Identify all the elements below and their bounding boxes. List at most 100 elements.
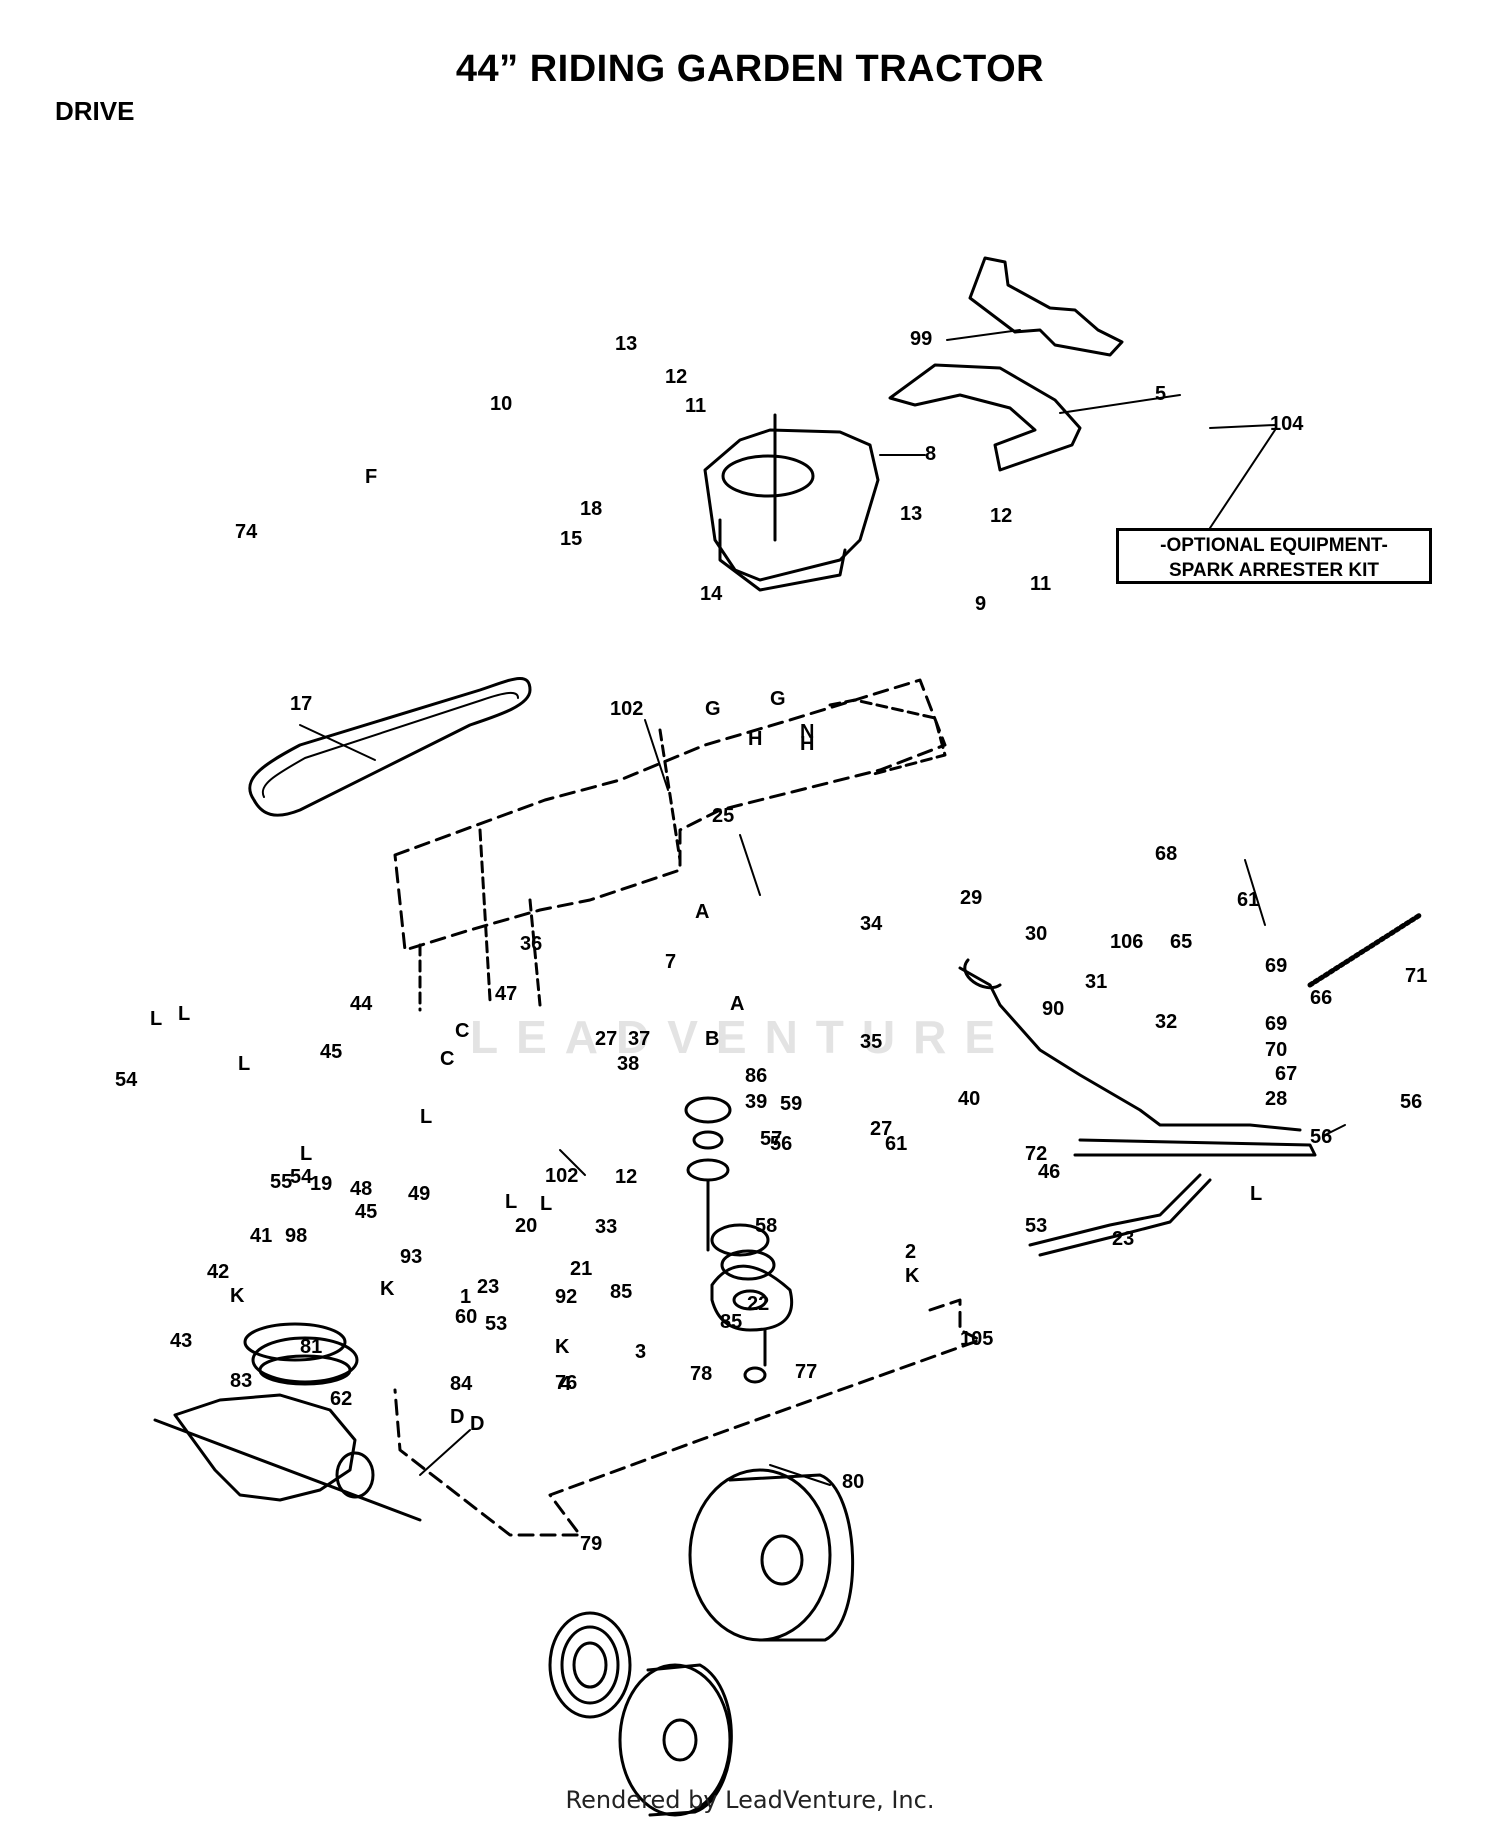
- part-label-44: 44: [350, 993, 373, 1015]
- part-79-wheel: [618, 1663, 733, 1817]
- part-label-20: 20: [515, 1215, 537, 1237]
- part-label-71: 71: [1405, 965, 1427, 987]
- part-label-47: 47: [495, 983, 517, 1005]
- part-label-L: L: [420, 1106, 432, 1128]
- part-label-80: 80: [842, 1471, 864, 1493]
- part-label-A: A: [730, 993, 744, 1015]
- part-label-62: 62: [330, 1388, 352, 1410]
- part-30-pedal-arm: [958, 966, 1302, 1132]
- part-label-54: 54: [290, 1166, 313, 1188]
- part-71-spring: [1307, 912, 1423, 988]
- part-label-93: 93: [400, 1246, 422, 1268]
- part-label-L: L: [1250, 1183, 1262, 1205]
- part-label-39: 39: [745, 1091, 767, 1113]
- part-label-1: 1: [460, 1286, 471, 1308]
- part-label-53: 53: [485, 1313, 507, 1335]
- part-label-A: A: [695, 901, 709, 923]
- center-pulley-stack: [684, 1096, 793, 1384]
- part-label-84: 84: [450, 1373, 473, 1395]
- part-label-37: 37: [628, 1028, 650, 1050]
- part-label-69: 69: [1265, 1013, 1287, 1035]
- part-label-7: 7: [665, 951, 676, 973]
- optional-equipment-line1: -OPTIONAL EQUIPMENT-: [1160, 535, 1388, 556]
- part-4-transaxle: [153, 1336, 422, 1522]
- page-title: 44” RIDING GARDEN TRACTOR: [455, 48, 1045, 90]
- part-label-55: 55: [270, 1171, 292, 1193]
- part-label-2: 2: [905, 1241, 916, 1263]
- part-label-3: 3: [635, 1341, 646, 1363]
- part-label-65: 65: [1170, 931, 1192, 953]
- part-label-42: 42: [207, 1261, 229, 1283]
- part-label-90: 90: [1042, 998, 1064, 1020]
- part-label-29: 29: [960, 887, 982, 909]
- part-label-60: 60: [455, 1306, 477, 1328]
- part-label-23: 23: [1112, 1228, 1134, 1250]
- part-label-28: 28: [1265, 1088, 1287, 1110]
- part-label-40: 40: [958, 1088, 980, 1110]
- part-label-12: 12: [665, 366, 687, 388]
- part-label-83: 83: [230, 1370, 252, 1392]
- part-label-G: G: [770, 688, 786, 710]
- optional-equipment-line2: SPARK ARRESTER KIT: [1168, 560, 1380, 581]
- optional-equipment-box: -OPTIONAL EQUIPMENT- SPARK ARRESTER KIT: [1116, 528, 1432, 584]
- part-label-54: 54: [115, 1069, 138, 1091]
- part-label-K: K: [380, 1278, 395, 1300]
- part-label-15: 15: [560, 528, 582, 550]
- part-label-77: 77: [795, 1361, 817, 1383]
- part-label-B: B: [705, 1028, 719, 1050]
- part-label-27: 27: [595, 1028, 617, 1050]
- part-label-74: 74: [235, 521, 258, 543]
- part-label-86: 86: [745, 1065, 767, 1087]
- part-label-31: 31: [1085, 971, 1107, 993]
- part-label-59: 59: [780, 1093, 802, 1115]
- part-label-35: 35: [860, 1031, 882, 1053]
- part-label-C: C: [455, 1020, 469, 1042]
- part-5-bracket: [888, 363, 1082, 472]
- part-label-C: C: [440, 1048, 454, 1070]
- part-label-56: 56: [1310, 1126, 1332, 1148]
- section-label: DRIVE: [55, 96, 135, 126]
- part-label-4: 4: [560, 1373, 572, 1395]
- part-label-106: 106: [1110, 931, 1143, 953]
- part-label-36: 36: [520, 933, 542, 955]
- part-58-rod: [1028, 1173, 1202, 1247]
- part-label-46: 46: [1038, 1161, 1060, 1183]
- part-label-78: 78: [690, 1363, 712, 1385]
- part-label-102: 102: [545, 1165, 578, 1187]
- part-label-12: 12: [615, 1166, 637, 1188]
- part-label-69: 69: [1265, 955, 1287, 977]
- part-label-F: F: [365, 466, 377, 488]
- part-label-13: 13: [615, 333, 637, 355]
- part-label-76: 76: [555, 1372, 577, 1394]
- part-label-25: 25: [712, 805, 734, 827]
- part-label-L: L: [540, 1193, 552, 1215]
- part-label-56: 56: [1400, 1091, 1422, 1113]
- part-label-66: 66: [1310, 987, 1332, 1009]
- part-8-engine: [703, 413, 880, 592]
- part-label-9: 9: [975, 593, 986, 615]
- watermark: LEADVENTURE: [470, 1011, 1014, 1063]
- part-label-85: 85: [720, 1311, 742, 1333]
- part-label-L: L: [178, 1003, 190, 1025]
- part-label-85: 85: [610, 1281, 632, 1303]
- part-99-shield: [968, 256, 1124, 357]
- part-label-98: 98: [285, 1225, 307, 1247]
- part-label-21: 21: [570, 1258, 592, 1280]
- part-17-belt: [248, 676, 532, 817]
- part-label-23: 23: [477, 1276, 499, 1298]
- part-label-D: D: [450, 1406, 464, 1428]
- footer-credit: Rendered by LeadVenture, Inc.: [565, 1786, 935, 1814]
- part-label-30: 30: [1025, 923, 1047, 945]
- part-label-61: 61: [1237, 889, 1259, 911]
- part-label-L: L: [300, 1143, 312, 1165]
- part-label-18: 18: [580, 498, 602, 520]
- part-label-58: 58: [755, 1215, 777, 1237]
- part-label-14: 14: [700, 583, 723, 605]
- part-label-57: 57: [760, 1128, 782, 1150]
- part-1-pulley: [243, 1322, 347, 1362]
- part-label-81: 81: [300, 1336, 322, 1358]
- part-label-49: 49: [408, 1183, 430, 1205]
- part-label-102: 102: [610, 698, 643, 720]
